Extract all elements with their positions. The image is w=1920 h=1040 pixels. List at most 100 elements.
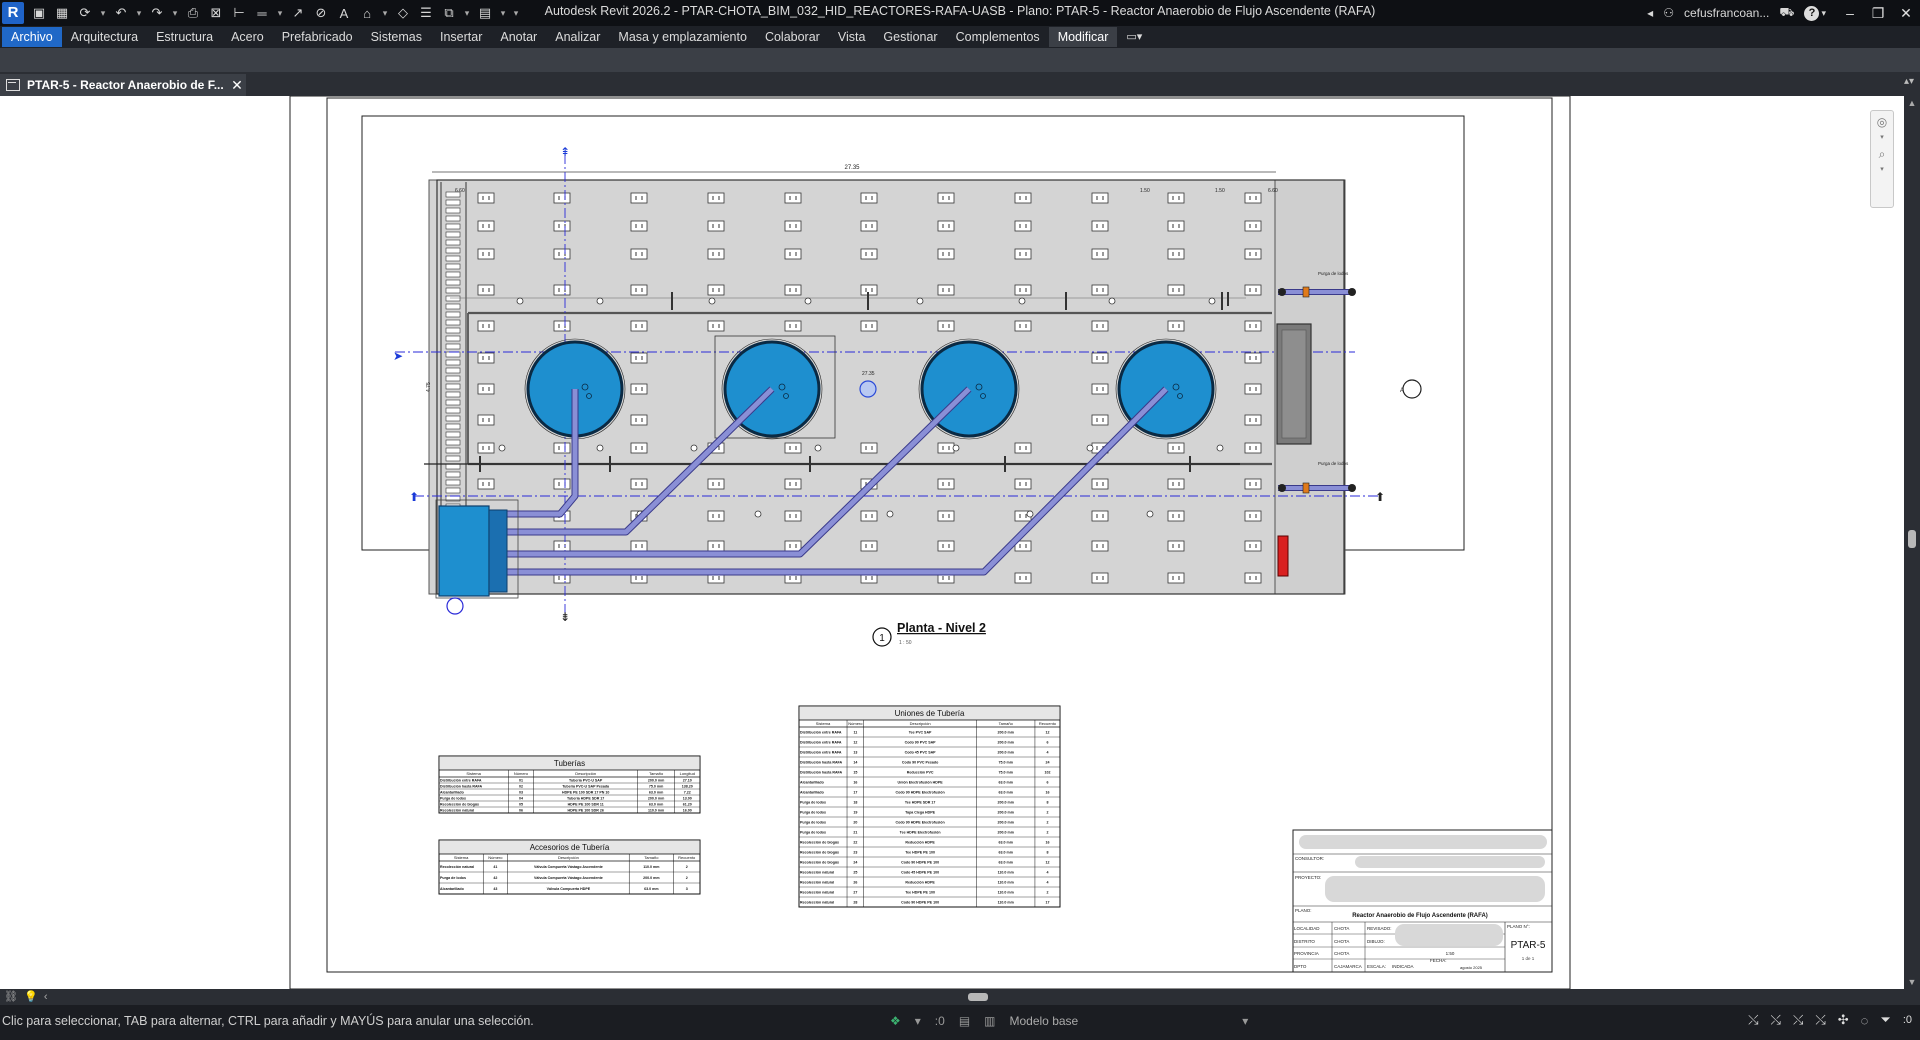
tab-archivo[interactable]: Archivo [2,27,62,47]
tab-estructura[interactable]: Estructura [156,30,214,44]
tab-acero[interactable]: Acero [231,30,264,44]
3d-view-dropdown-icon[interactable]: ▾ [382,7,388,18]
grid-marker-top[interactable]: ⇞ [560,145,570,159]
grid-marker-lower-left[interactable]: ⬆ [409,490,419,504]
steering-wheel-icon[interactable]: ◎ [1876,115,1888,129]
tab-complementos[interactable]: Complementos [955,30,1040,44]
switch-windows-icon[interactable]: ▤ [478,5,492,20]
view-number-bubble[interactable] [872,627,892,647]
tab-masa-emplazamiento[interactable]: Masa y emplazamiento [618,30,747,44]
close-windows-dropdown-icon[interactable]: ▾ [464,7,470,18]
filter-count[interactable]: :0 [1902,1014,1912,1026]
view-title[interactable]: Planta - Nivel 2 [897,621,986,635]
select-by-face-icon[interactable]: ⤯ [1815,1012,1826,1027]
distribution-box[interactable] [438,505,490,597]
select-links-icon[interactable]: ⤯ [1748,1012,1759,1027]
scroll-down-icon[interactable]: ▼ [1907,977,1917,987]
close-inactive-icon[interactable]: ⊠ [210,5,222,20]
measure-dropdown-icon[interactable]: ▾ [277,7,283,18]
dropdown-icon[interactable]: ▾ [914,1014,921,1028]
active-model[interactable]: Modelo base [1009,1014,1079,1028]
help-icon[interactable]: ? [1804,5,1820,21]
filter-icon[interactable]: ⏷ [1880,1012,1891,1027]
back-arrow-icon[interactable]: ◂ [1647,6,1654,20]
print-icon[interactable]: ⎙ [187,5,199,20]
horizontal-scrollbar[interactable]: ⛓ 💡 ‹ [0,989,1920,1005]
redacted-proyecto [1325,876,1545,902]
title-block[interactable]: CONSULTOR: PROYECTO: PLANO: Reactor Anae… [1292,829,1553,973]
steering-wheel-dropdown-icon[interactable]: ▾ [1880,134,1884,141]
section-icon[interactable]: ◇ [398,5,408,20]
grid-marker-left[interactable]: ➤ [393,349,403,363]
tab-analizar[interactable]: Analizar [555,30,601,44]
grid-marker-bottom[interactable]: ⇟ [560,610,570,624]
restore-button[interactable]: ❐ [1871,5,1885,21]
tb-plano-label: PLANO: [1295,908,1312,913]
revit-logo[interactable]: R [2,2,24,24]
red-valve[interactable] [1277,535,1289,577]
scroll-up-icon[interactable]: ▲ [1907,98,1917,108]
drawing-area[interactable]: 27.35 6.60 1.50 1.50 6.60 4.75 27.35 ⇞ ⇟… [0,96,1904,989]
tab-prefabricado[interactable]: Prefabricado [281,30,353,44]
close-windows-icon[interactable]: ⧉ [444,5,454,20]
dimension-icon[interactable]: ↗ [292,5,304,20]
undo-dropdown-icon[interactable]: ▾ [136,7,142,18]
tab-colaborar[interactable]: Colaborar [764,30,820,44]
save-icon[interactable]: ▦ [55,5,69,20]
sheet-canvas[interactable]: 27.35 6.60 1.50 1.50 6.60 4.75 27.35 ⇞ ⇟… [0,96,1904,989]
tab-anotar[interactable]: Anotar [500,30,538,44]
tab-vista[interactable]: Vista [837,30,866,44]
user-icon[interactable]: ⚇ [1663,6,1674,20]
drag-elements-icon[interactable]: ✣ [1837,1012,1849,1027]
model-dropdown-icon[interactable]: ▾ [1242,1014,1249,1028]
worksets-count[interactable]: :0 [934,1014,945,1028]
redo-dropdown-icon[interactable]: ▾ [172,7,178,18]
tab-insertar[interactable]: Insertar [440,30,483,44]
detail-callout-box[interactable] [714,335,836,439]
close-button[interactable]: ✕ [1900,5,1912,21]
drain-marker[interactable] [446,597,464,615]
align-icon[interactable]: ═ [257,5,267,21]
tab-sistemas[interactable]: Sistemas [370,30,422,44]
measure-icon[interactable]: ⊢ [233,5,245,20]
ribbon-display-toggle[interactable]: ▭▾ [1126,31,1143,43]
vertical-scroll-thumb[interactable] [1908,530,1916,548]
undo-icon[interactable]: ↶ [115,5,127,20]
thin-lines-icon[interactable]: ☰ [420,5,432,20]
tab-arquitectura[interactable]: Arquitectura [70,30,139,44]
zoom-icon[interactable]: ⌕ [1878,147,1886,161]
user-name[interactable]: cefusfrancoan... [1683,6,1770,20]
open-icon[interactable]: ▣ [32,5,46,20]
switch-windows-dropdown-icon[interactable]: ▾ [500,7,506,18]
tag-icon[interactable]: ⊘ [315,5,327,20]
doc-tab-ptar-5[interactable]: PTAR-5 - Reactor Anaerobio de F... ✕ [0,74,246,96]
cart-icon[interactable]: ⛟ [1779,5,1795,19]
3d-view-icon[interactable]: ⌂ [363,5,371,21]
background-process-icon[interactable]: ◌ [1860,1012,1869,1028]
section-marker[interactable] [1402,379,1422,399]
zoom-dropdown-icon[interactable]: ▾ [1880,166,1884,173]
select-underlay-icon[interactable]: ⤯ [1770,1012,1781,1027]
view-control-icons[interactable]: ⛓ 💡 ‹ [4,991,48,1003]
horizontal-scroll-thumb[interactable] [968,993,988,1001]
worksharing-icon[interactable]: ❖ [890,1014,901,1028]
select-pinned-icon[interactable]: ⤯ [1792,1012,1804,1027]
design-options-icon-2[interactable]: ▥ [984,1014,996,1028]
tab-modificar[interactable]: Modificar [1048,27,1118,47]
grid-marker-lower-right[interactable]: ⬆ [1375,490,1385,504]
sync-dropdown-icon[interactable]: ▾ [100,7,106,18]
redo-icon[interactable]: ↷ [151,5,163,20]
tabs-dropdown-icon[interactable]: ▴▾ [1903,76,1914,87]
minimize-button[interactable]: – [1846,5,1854,21]
sync-icon[interactable]: ⟳ [79,5,91,20]
close-tab-icon[interactable]: ✕ [231,76,243,93]
customize-qat-icon[interactable]: ▾ [513,7,519,18]
help-dropdown-icon[interactable]: ▾ [1821,7,1826,18]
vertical-scrollbar[interactable]: ▲ ▼ [1904,96,1920,989]
design-options-icon[interactable]: ▤ [958,1014,971,1028]
tab-gestionar[interactable]: Gestionar [883,30,938,44]
text-icon[interactable]: A [339,5,349,21]
